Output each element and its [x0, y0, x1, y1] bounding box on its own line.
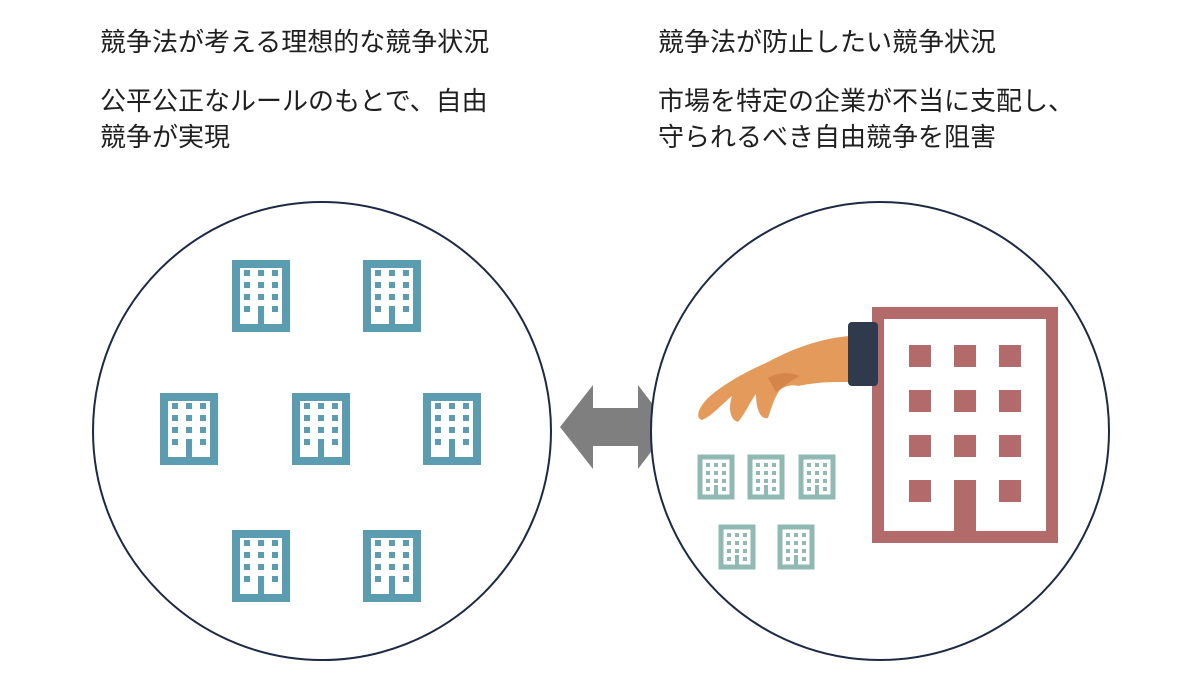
small-company-building-icon: [801, 457, 833, 497]
small-company-building-icon: [780, 527, 812, 567]
double-arrow-icon: [560, 385, 670, 469]
company-building-icon: [236, 534, 286, 598]
small-company-building-icon: [750, 457, 782, 497]
right-description-line-2: 守られるべき自由競争を阻害: [658, 123, 997, 153]
company-building-icon: [296, 397, 346, 461]
company-building-icon: [427, 397, 477, 461]
small-company-building-icon: [700, 457, 732, 497]
left-description-line-1: 公平公正なルールのもとで、自由: [100, 87, 488, 117]
small-company-building-icon: [721, 527, 753, 567]
right-heading: 競争法が防止したい競争状況: [658, 28, 997, 58]
dominant-company-building-icon: [872, 307, 1058, 543]
grasping-hand-icon: [698, 322, 878, 422]
right-description-line-1: 市場を特定の企業が不当に支配し、: [658, 87, 1075, 117]
company-building-icon: [367, 264, 417, 328]
left-description-line-2: 競争が実現: [100, 123, 231, 153]
company-building-icon: [164, 397, 214, 461]
company-building-icon: [367, 534, 417, 598]
sleeve-icon: [848, 322, 878, 386]
company-building-icon: [236, 264, 286, 328]
left-heading: 競争法が考える理想的な競争状況: [100, 28, 490, 58]
